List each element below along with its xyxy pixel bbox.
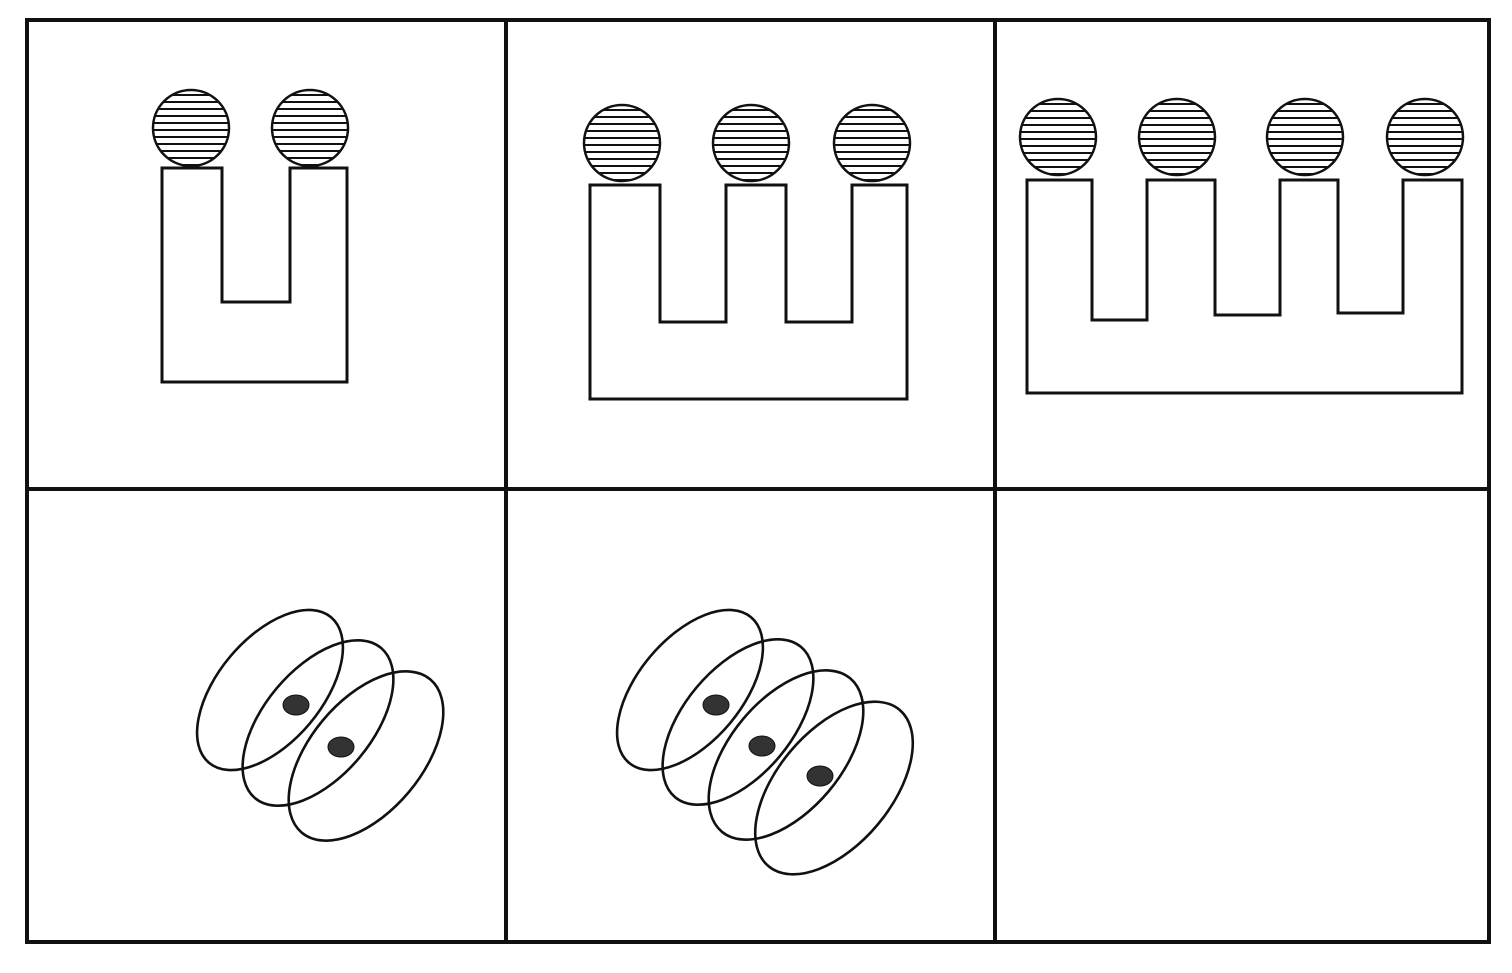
hatched-ball [582, 103, 662, 183]
coil-with-three-dots [615, 608, 915, 876]
dot-marker [806, 765, 834, 787]
coil-with-two-dots [195, 608, 445, 842]
ball-hatching [1267, 103, 1343, 175]
hatched-ball [1265, 97, 1345, 177]
hatched-ball [1385, 97, 1465, 177]
coil-loop [241, 638, 395, 808]
hatched-ball [832, 103, 912, 183]
coil-loop [707, 669, 865, 841]
coil-loop [195, 608, 345, 772]
dot-marker [748, 735, 776, 757]
outer-border [25, 18, 1491, 944]
hatched-ball [270, 88, 350, 168]
panel-comb-two-prongs [151, 88, 350, 384]
hatched-ball [711, 103, 791, 183]
hatched-ball [1137, 97, 1217, 177]
comb-four-prongs [1025, 178, 1464, 395]
coil-loop [753, 700, 915, 876]
dot-marker [327, 736, 355, 758]
comb-two-prongs [160, 166, 349, 384]
coil-loop [661, 637, 815, 807]
dot-marker [282, 694, 310, 716]
panel-comb-three-prongs [582, 103, 912, 401]
hatched-ball [1018, 97, 1098, 177]
comb-three-prongs [588, 183, 909, 401]
hatched-ball [151, 88, 231, 168]
dot-marker [702, 694, 730, 716]
panel-comb-four-prongs [1018, 97, 1465, 395]
panel-coil-three-dots [615, 608, 915, 876]
grid-frame [25, 18, 1491, 944]
panel-coil-two-dots [195, 608, 445, 842]
coil-loop [287, 670, 445, 842]
coil-loop [615, 608, 765, 772]
